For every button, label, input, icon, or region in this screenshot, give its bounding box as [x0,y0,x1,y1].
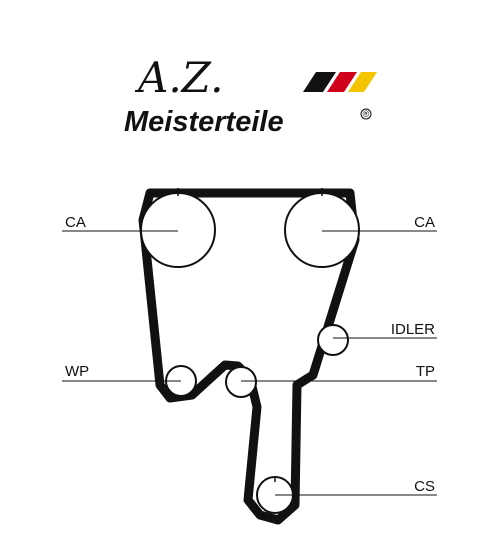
flag-stripe-gold [348,72,377,92]
registered-symbol: ® [363,109,370,119]
label-ca-right: CA [414,214,435,231]
label-tp: TP [416,363,435,380]
logo-wordmark: Meisterteile [124,106,284,138]
flag-stripe-black [303,72,336,92]
pulleys [140,188,360,514]
label-wp: WP [65,363,89,380]
flag-stripes [303,72,377,92]
pulley-labels: CA CA IDLER WP TP CS [65,214,435,495]
tensioner-pulley [225,366,257,398]
leader-lines [62,230,437,496]
timing-belt [138,188,360,525]
camshaft-pulley-right [284,192,360,268]
flag-stripe-red [327,72,357,92]
label-idler: IDLER [391,321,435,338]
camshaft-pulley-left [140,192,216,268]
brand-logo: A.Z. Meisterteile ® [124,53,377,138]
logo-initials: A.Z. [134,53,223,102]
idler-pulley [317,324,349,356]
registered-mark [360,108,372,120]
label-cs: CS [414,478,435,495]
label-ca-left: CA [65,214,86,231]
